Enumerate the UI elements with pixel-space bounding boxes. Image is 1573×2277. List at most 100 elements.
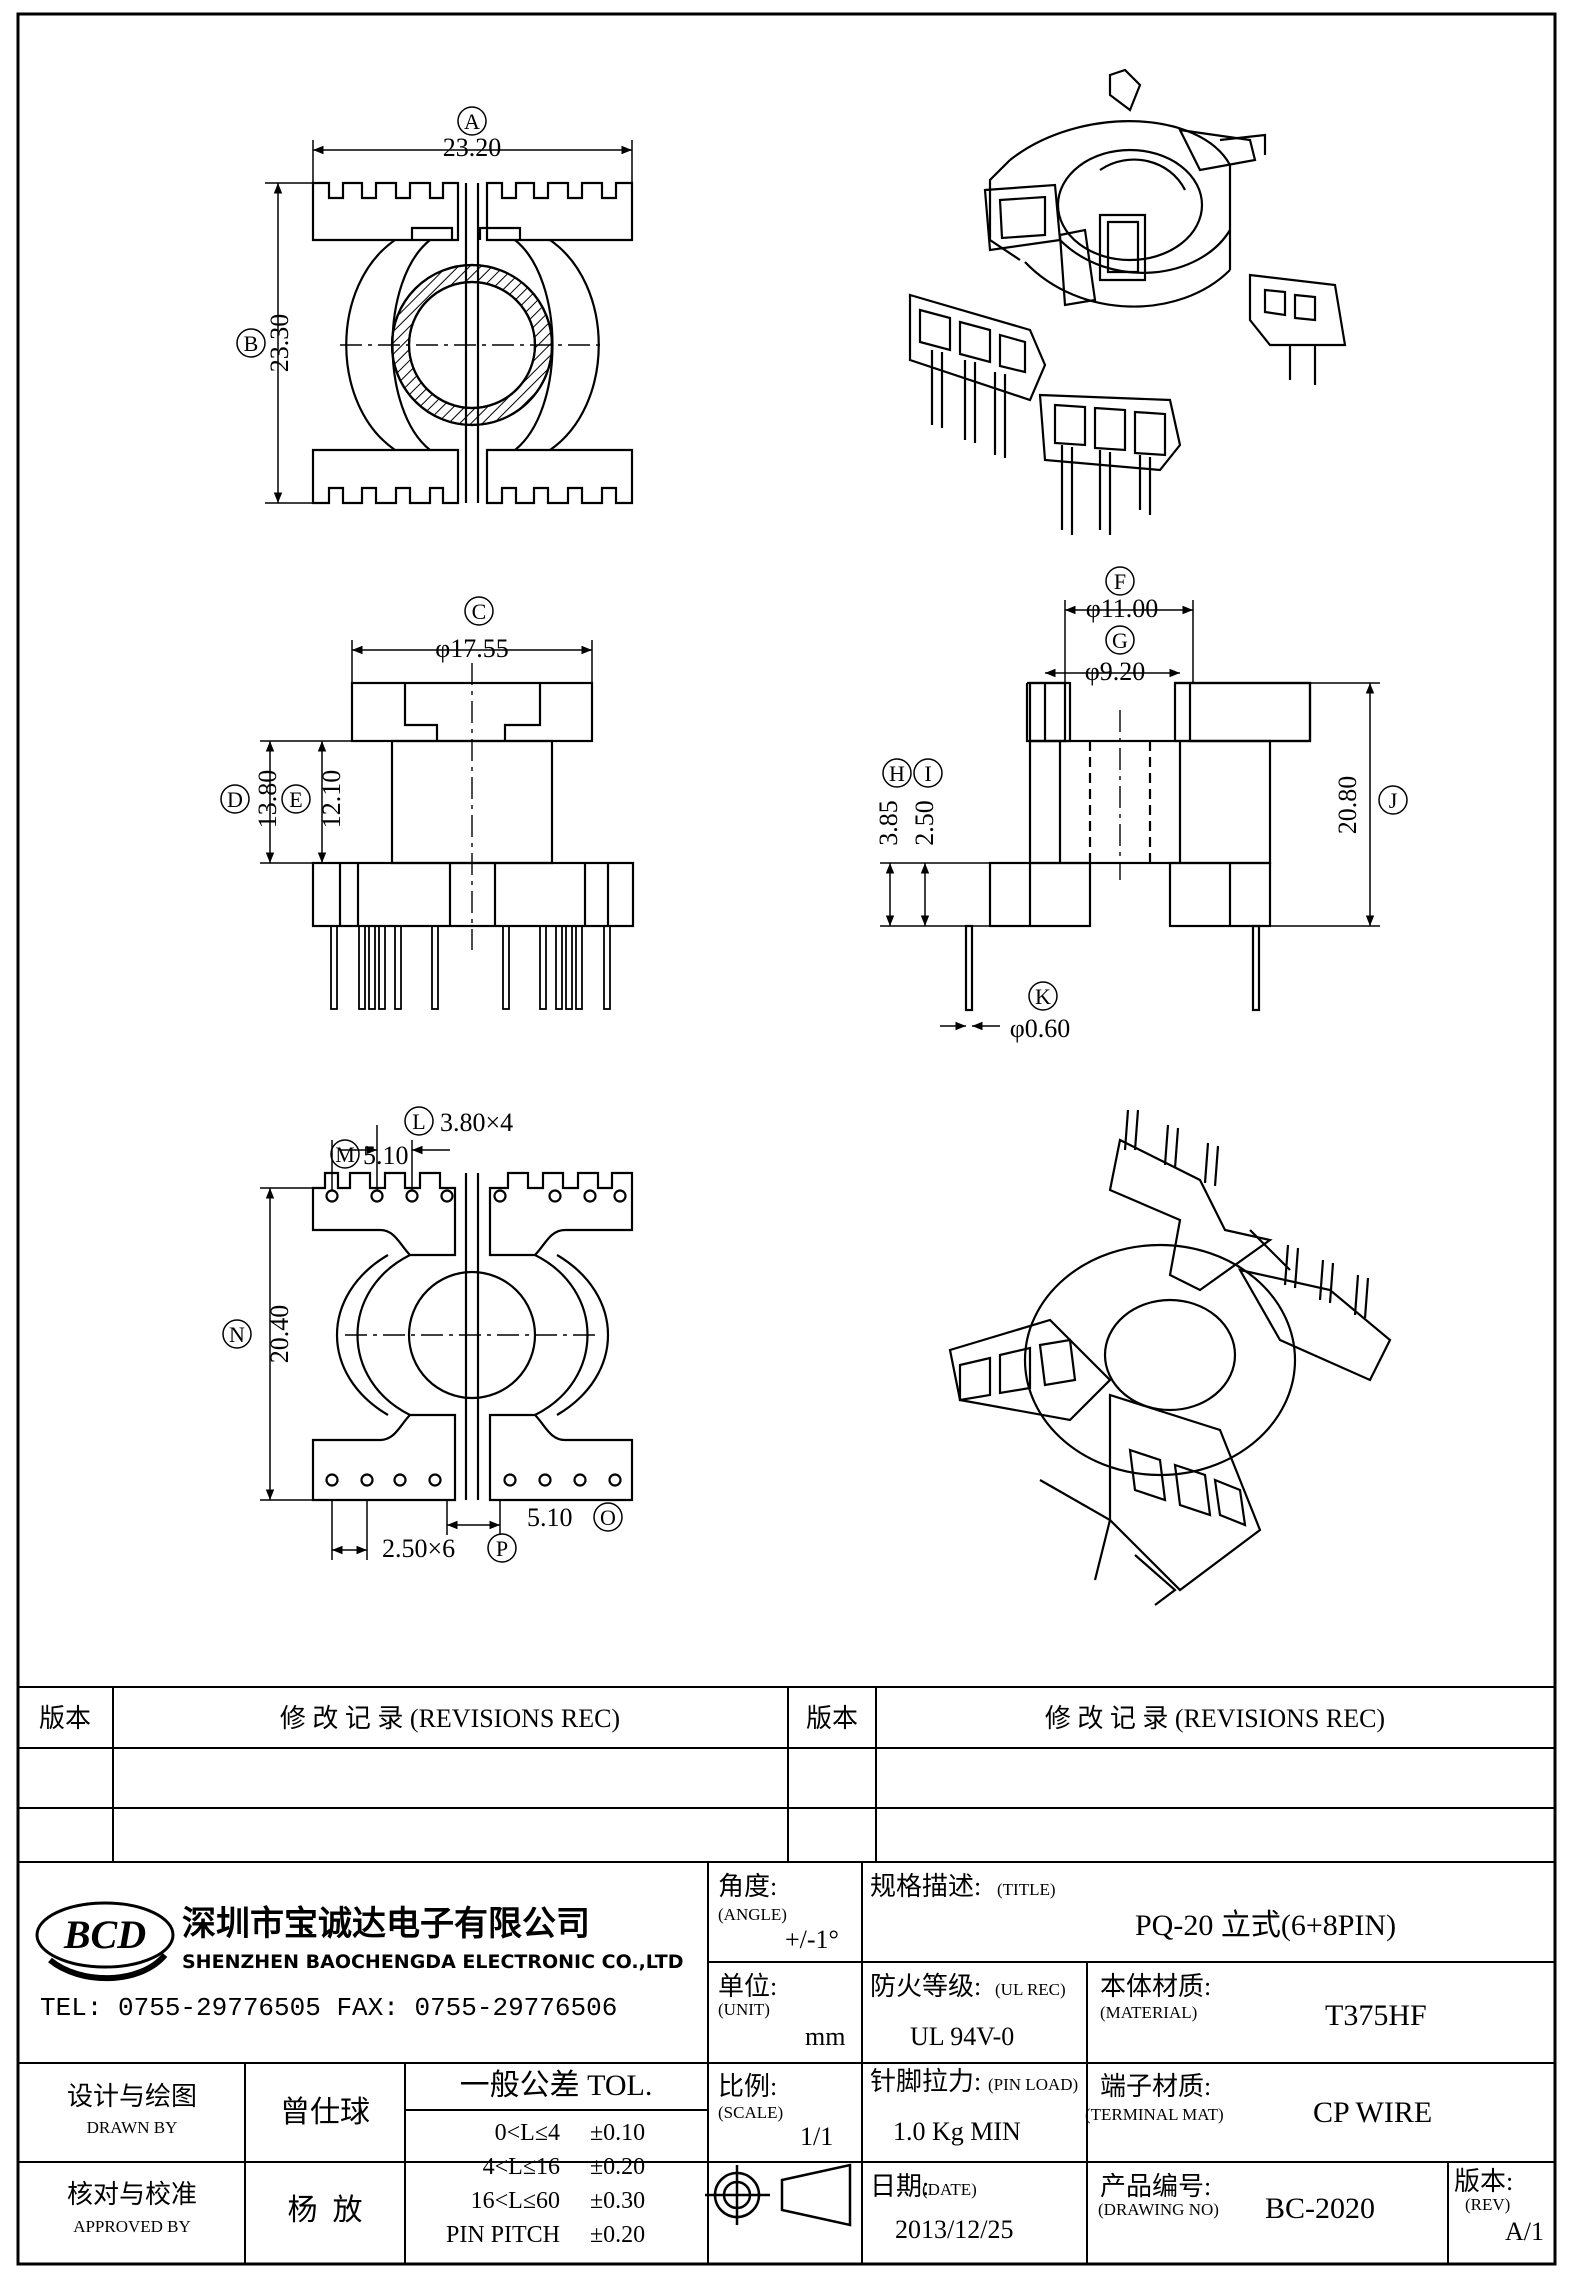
tolerance-table: 0<L≤4 ±0.10 4<L≤16 ±0.20 16<L≤60 ±0.30 P… [446,2120,645,2248]
dim-m-letter: M [335,1142,355,1167]
rev-label: 版本: [1454,2167,1513,2196]
rev-record-label-right: 修 改 记 录 (REVISIONS REC) [1045,1704,1385,1733]
ul-value: UL 94V-0 [910,2022,1014,2051]
tolerance-value: ±0.30 [590,2188,645,2214]
dim-side [880,566,1408,1031]
dim-f-letter: F [1114,569,1126,594]
isometric-view-bottom [948,1109,1392,1606]
title-label-en: (TITLE) [997,1880,1056,1899]
dim-o-letter: O [600,1505,616,1530]
tolerance-value: ±0.20 [590,2154,645,2180]
side-view [964,681,1312,1012]
bottom-view [311,1171,634,1502]
angle-label: 角度: [718,1872,777,1901]
dim-e-value: 12.10 [317,770,346,829]
drawing-no-label: 产品编号: [1100,2172,1211,2201]
drawn-label: 设计与绘图 [67,2082,197,2111]
dim-b-value: 23.30 [265,314,294,373]
dim-n-letter: N [229,1322,245,1347]
drawn-label-en: DRAWN BY [87,2118,178,2137]
pin-load-value: 1.0 Kg MIN [893,2117,1021,2146]
dim-k-letter: K [1035,984,1051,1009]
approved-name: 杨 放 [288,2194,363,2227]
dim-a-value: 23.20 [443,133,502,162]
dim-a [312,106,633,183]
drawing-no-value: BC-2020 [1265,2192,1375,2225]
scale-value: 1/1 [800,2122,833,2151]
dim-n-value: 20.40 [265,1305,294,1364]
dim-c [351,596,593,683]
dim-bottom [222,1106,623,1563]
dim-p-value: 2.50×6 [382,1534,455,1563]
terminal-label: 端子材质: [1100,2072,1211,2101]
dim-p-letter: P [496,1536,508,1561]
ul-label-en: (UL REC) [995,1980,1066,1999]
dim-i-letter: I [924,761,931,786]
approved-label: 核对与校准 [67,2180,197,2209]
dim-d-e [220,740,352,864]
sheet-border [16,12,1557,2266]
dim-a-letter: A [464,109,480,134]
material-value: T375HF [1325,1999,1427,2032]
company-contact: TEL: 0755-29776505 FAX: 0755-29776506 [40,1993,617,2023]
isometric-view-top [908,68,1347,535]
dim-g-value: φ9.20 [1085,657,1146,686]
dim-g-letter: G [1112,628,1128,653]
date-value: 2013/12/25 [895,2215,1013,2244]
company-name-cn: 深圳市宝诚达电子有限公司 [182,1904,590,1944]
tolerance-range: PIN PITCH [446,2222,560,2248]
dim-i-value: 2.50 [910,800,939,846]
tolerance-value: ±0.10 [590,2120,645,2146]
rev-record-label-left: 修 改 记 录 (REVISIONS REC) [280,1704,620,1733]
dim-b [236,182,313,504]
drawing-no-label-en: (DRAWING NO) [1098,2200,1219,2219]
terminal-label-en: (TERMINAL MAT) [1085,2105,1224,2124]
front-view [311,663,635,1010]
title-value: PQ-20 立式(6+8PIN) [1135,1909,1396,1942]
company-logo-text: BCD [63,1912,146,1957]
projection-symbol-icon [705,2163,852,2227]
dim-o-value: 5.10 [527,1503,573,1532]
tolerance-heading: 一般公差 TOL. [460,2069,653,2102]
title-block-grid [18,1686,1555,2264]
unit-label-en: (UNIT) [718,2000,770,2019]
angle-value: +/-1° [785,1925,839,1954]
dim-h-value: 3.85 [874,800,903,846]
tolerance-range: 4<L≤16 [483,2154,560,2180]
date-label: 日期: [870,2172,929,2201]
rev-version-label-left: 版本 [39,1704,91,1733]
company-name-en: SHENZHEN BAOCHENGDA ELECTRONIC CO.,LTD [182,1951,683,1973]
angle-label-en: (ANGLE) [718,1905,787,1924]
top-view [311,181,634,505]
scale-label-en: (SCALE) [718,2103,783,2122]
pin-load-label-en: (PIN LOAD) [988,2075,1078,2094]
rev-label-en: (REV) [1465,2195,1510,2214]
terminal-value: CP WIRE [1313,2096,1432,2129]
unit-value: mm [805,2022,845,2051]
dim-m-value: 5.10 [363,1141,409,1170]
approved-label-en: APPROVED BY [73,2217,191,2236]
rev-value: A/1 [1505,2217,1544,2246]
rev-version-label-right: 版本 [806,1704,858,1733]
tolerance-range: 16<L≤60 [471,2188,560,2214]
dim-b-letter: B [244,331,259,356]
dim-c-value: φ17.55 [435,634,509,663]
dim-k-value: φ0.60 [1010,1014,1071,1043]
material-label-en: (MATERIAL) [1100,2003,1197,2022]
dim-d-letter: D [227,787,243,812]
dim-c-letter: C [472,599,487,624]
dim-e-letter: E [289,787,302,812]
dim-f-value: φ11.00 [1086,594,1159,623]
unit-label: 单位: [718,1972,777,2001]
drawn-name: 曾仕球 [280,2096,370,2129]
dim-j-value: 20.80 [1333,776,1362,835]
tolerance-value: ±0.20 [590,2222,645,2248]
scale-label: 比例: [718,2072,777,2101]
dim-l-letter: L [412,1109,425,1134]
dim-j-letter: J [1389,788,1398,813]
date-label-en: (DATE) [922,2180,977,2199]
title-label: 规格描述: [870,1872,981,1901]
pin-load-label: 针脚拉力: [870,2067,981,2096]
dim-h-letter: H [889,761,905,786]
